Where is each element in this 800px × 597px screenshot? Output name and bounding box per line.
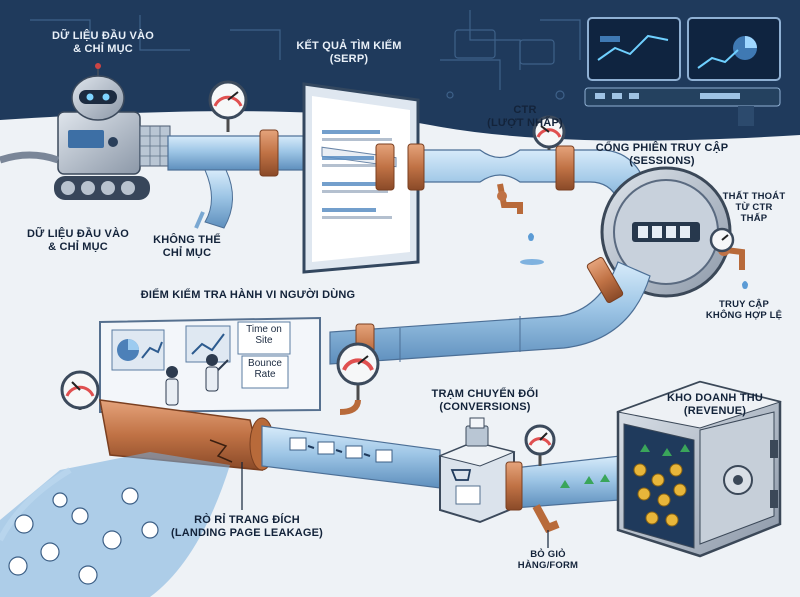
session-meter: [600, 166, 748, 298]
pipe-conversion: [261, 425, 441, 489]
serp-monitor: [302, 82, 420, 274]
pipe-sessions: [329, 257, 651, 373]
gauge-ctr: [532, 115, 566, 149]
label-time-on-site: Time on Site: [246, 324, 282, 346]
label-not-indexed: KHÔNG THỂ CHỈ MỤC: [153, 234, 221, 259]
pipe-revenue: [505, 452, 621, 534]
gauge-index: [208, 80, 248, 120]
gauge-landing: [60, 370, 100, 410]
label-input-bottom: DỮ LIỆU ĐẦU VÀO & CHỈ MỤC: [27, 228, 129, 253]
label-leaders: [241, 462, 549, 548]
label-revenue: KHO DOANH THU (REVENUE): [666, 392, 764, 417]
label-sessions: CỔNG PHIÊN TRUY CẬP (SESSIONS): [595, 142, 729, 167]
label-input-top: DỮ LIỆU ĐẦU VÀO & CHỈ MỤC: [52, 30, 154, 55]
user-icons: [8, 487, 159, 585]
label-cart-abandon: BỎ GIỎ HÀNG/FORM: [517, 549, 579, 571]
label-behavior: ĐIỂM KIỂM TRA HÀNH VI NGƯỜI DÙNG: [140, 289, 356, 301]
pipe-top: [167, 118, 319, 229]
behavior-panel: [99, 316, 321, 414]
label-bounce-rate: Bounce Rate: [248, 358, 282, 380]
circuit-pattern: [30, 10, 581, 100]
label-low-ctr: THẤT THOÁT TỪ CTR THẤP: [722, 191, 786, 224]
conversion-station: [438, 417, 516, 524]
label-serp: KẾT QUẢ TÌM KIẾM (SERP): [296, 40, 402, 65]
gauge-conversion: [524, 424, 556, 456]
label-ctr: CTR (LƯỢT NHẤP): [487, 104, 563, 129]
gauge-behavior: [336, 342, 380, 415]
revenue-vault: [616, 380, 782, 558]
monitor-station: [584, 17, 781, 126]
label-leakage: RÒ RỈ TRANG ĐÍCH (LANDING PAGE LEAKAGE): [170, 514, 324, 539]
label-invalid-visits: TRUY CẬP KHÔNG HỢP LỆ: [705, 299, 783, 321]
label-conversions: TRẠM CHUYỂN ĐỔI (CONVERSIONS): [431, 388, 539, 413]
